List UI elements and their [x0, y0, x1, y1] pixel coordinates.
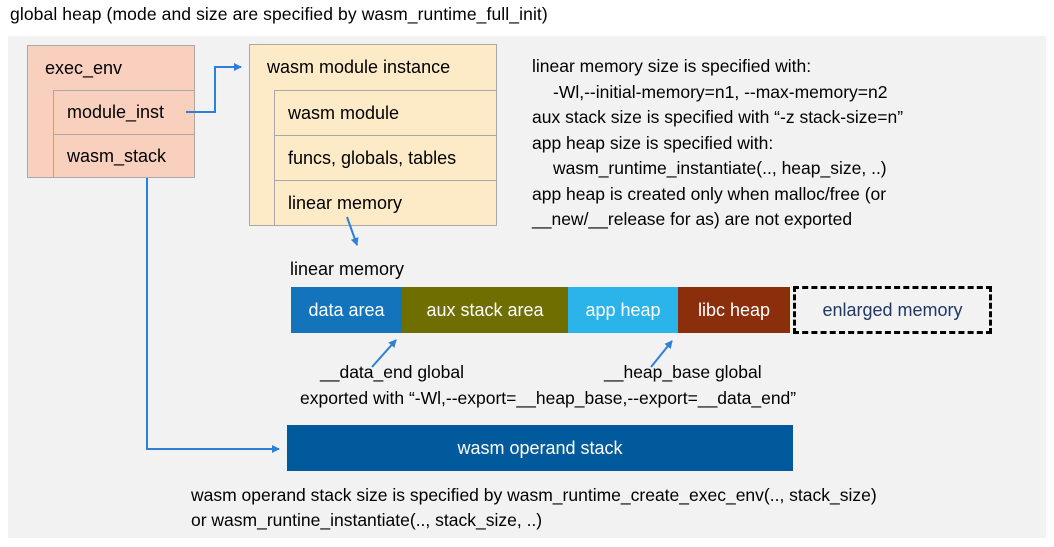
heap-base-global-label: __heap_base global: [604, 362, 762, 382]
module-instance-row-funcs-globals-tables: funcs, globals, tables: [274, 135, 497, 181]
operand-stack-notes: wasm operand stack size is specified by …: [191, 483, 877, 532]
note-line: linear memory size is specified with:: [532, 56, 812, 76]
exec-env-row-module-inst: module_inst: [53, 90, 195, 135]
diagram-title: global heap (mode and size are specified…: [10, 4, 548, 24]
wasm-module-instance-title: wasm module instance: [267, 57, 451, 77]
segment-app-heap: app heap: [568, 287, 678, 333]
module-instance-row-wasm-module: wasm module: [274, 90, 497, 136]
note-line: app heap size is specified with:: [532, 132, 774, 153]
segment-libc-heap: libc heap: [678, 287, 790, 333]
segment-enlarged-memory: enlarged memory: [793, 286, 992, 334]
exec-env-row-wasm-stack: wasm_stack: [53, 134, 195, 178]
note-line: __new/__release for as) are not exported: [532, 209, 853, 229]
note-line: -Wl,--initial-memory=n1, --max-memory=n2: [553, 81, 888, 102]
note-line: wasm operand stack size is specified by …: [191, 485, 877, 505]
note-line: wasm_runtime_instantiate(.., heap_size, …: [553, 158, 887, 178]
note-line: aux stack size is specified with “-z sta…: [532, 107, 904, 127]
memory-size-notes: linear memory size is specified with: -W…: [532, 54, 903, 233]
data-end-global-label: __data_end global: [320, 362, 465, 382]
exec-env-title: exec_env: [45, 58, 123, 78]
note-line: app heap is created only when malloc/fre…: [532, 183, 887, 204]
wasm-operand-stack-bar: wasm operand stack: [287, 425, 793, 471]
linear-memory-label: linear memory: [290, 259, 405, 279]
segment-aux-stack-area: aux stack area: [402, 287, 568, 333]
module-instance-row-linear-memory: linear memory: [274, 180, 497, 226]
segment-data-area: data area: [291, 287, 402, 333]
export-flags-label: exported with “-Wl,--export=__heap_base,…: [300, 388, 797, 408]
note-line: or wasm_runtine_instantiate(.., stack_si…: [191, 509, 543, 530]
